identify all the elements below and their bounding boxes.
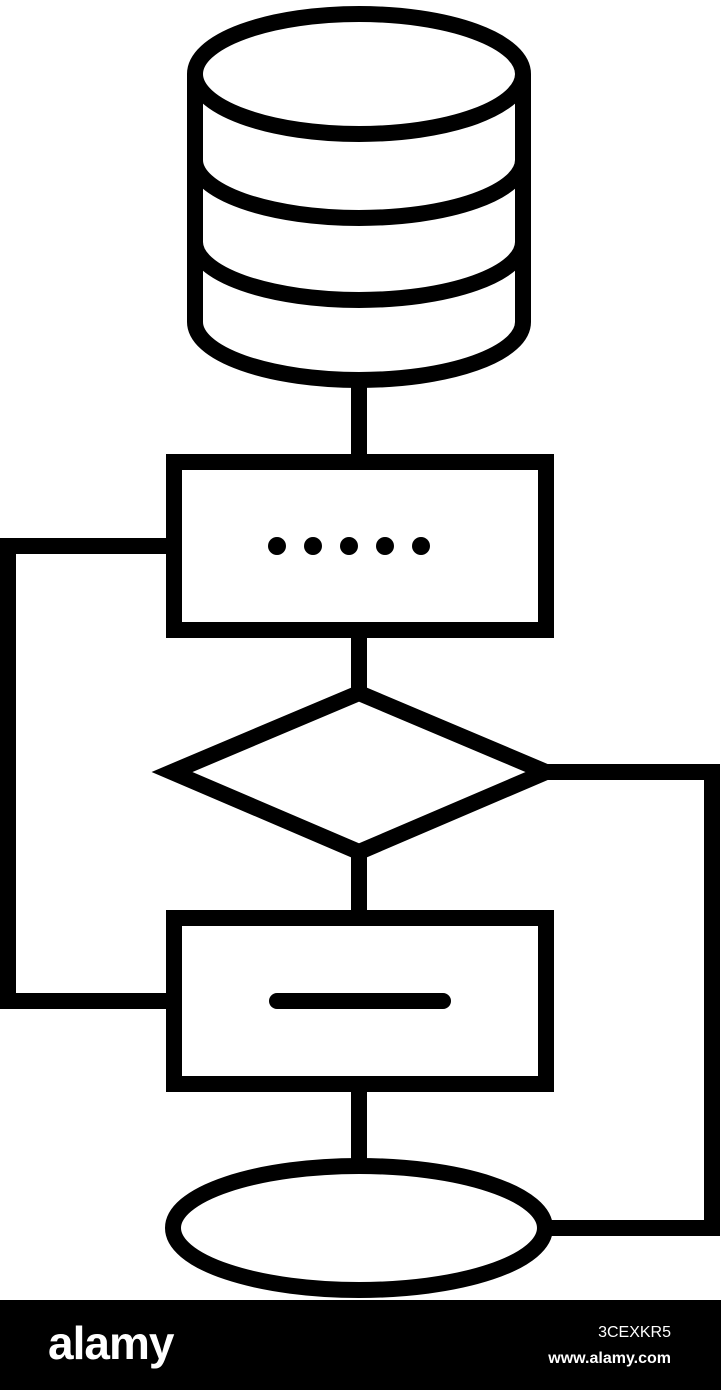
dot [304,537,322,555]
site-url-label: www.alamy.com [548,1350,671,1367]
database-body [187,74,531,388]
brand-logo: alamy [48,1317,174,1369]
flowchart-diagram [0,6,720,1298]
loop-connector-right [545,764,720,1236]
process-box-1 [166,454,554,638]
database-icon [187,6,531,388]
ellipsis-dots-icon [268,537,430,555]
decision-diamond [151,684,567,861]
dot [376,537,394,555]
dot [268,537,286,555]
terminator-ellipse [165,1158,553,1298]
database-ring-2 [187,241,531,308]
image-id-label: 3CEXKR5 [598,1324,671,1341]
dot [412,537,430,555]
dot [340,537,358,555]
database-ring-1 [187,159,531,226]
loop-connector-left [0,538,174,1009]
watermark-footer: alamy 3CEXKR5 www.alamy.com [0,1300,721,1390]
database-top [187,6,531,142]
